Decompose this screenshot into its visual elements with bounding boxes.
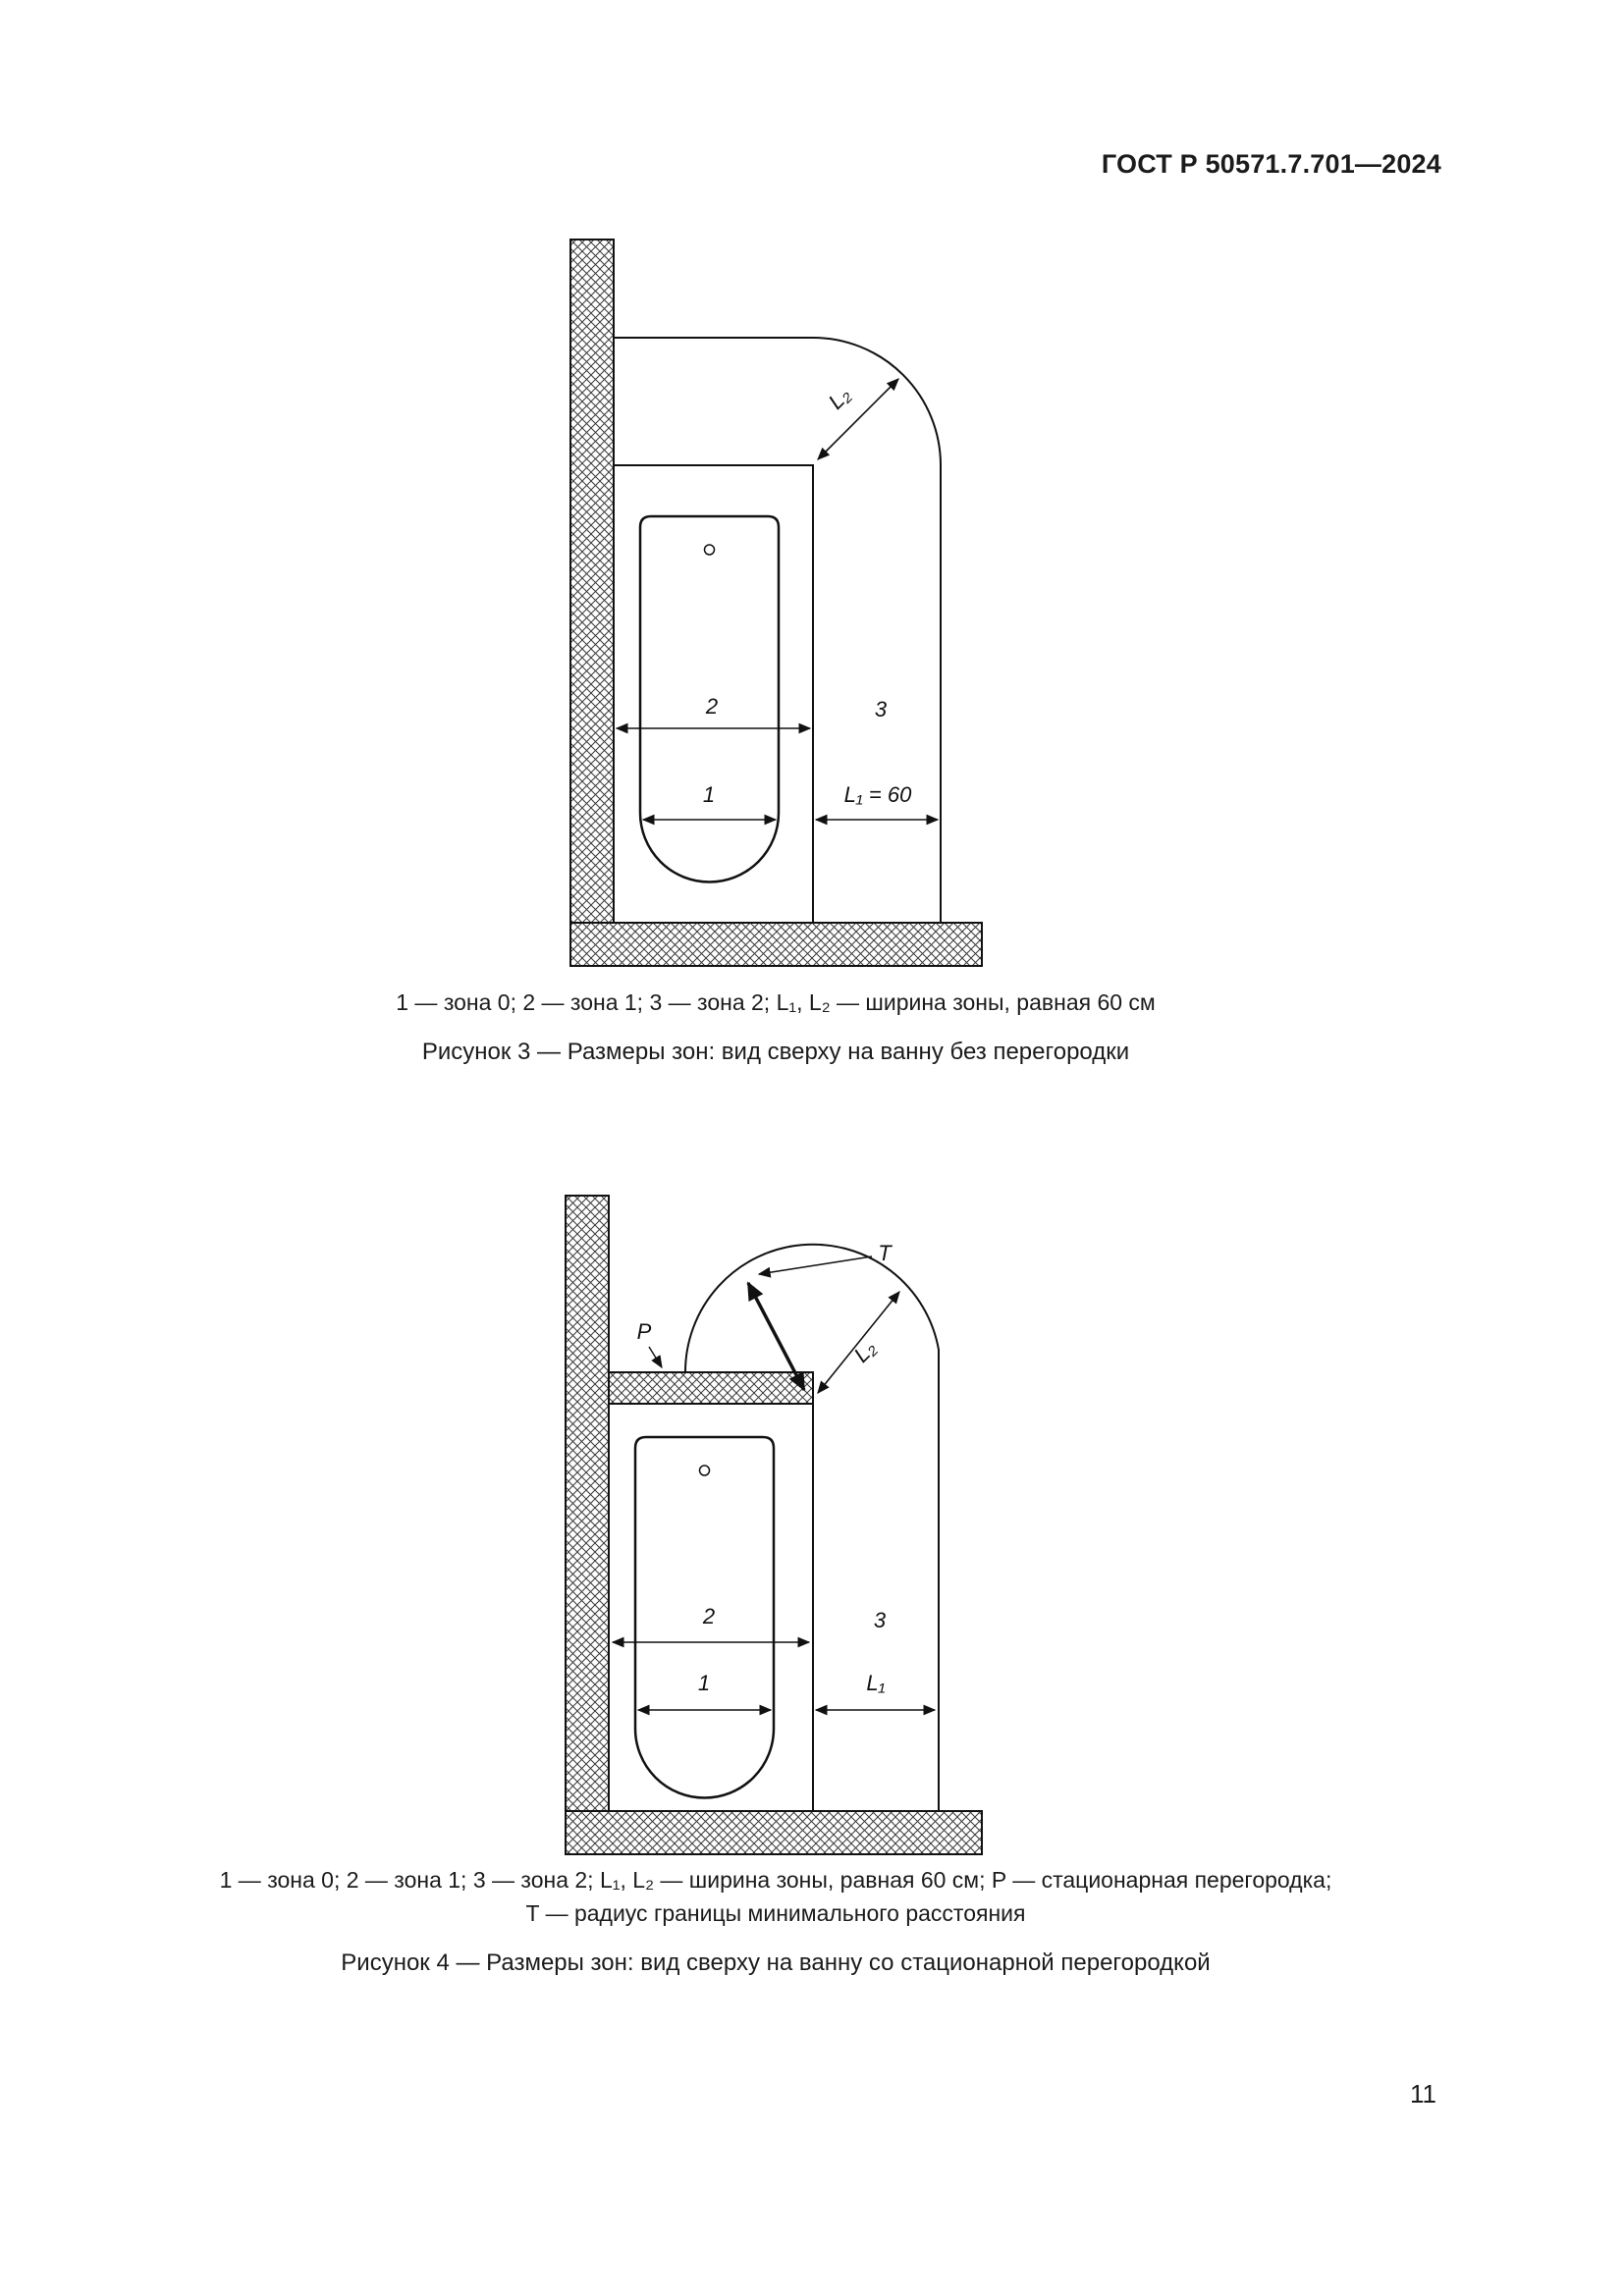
wall-left-hatched <box>565 1195 610 1812</box>
zone2-outer-boundary-arc <box>683 1243 940 1811</box>
wall-bottom-hatched <box>569 922 983 967</box>
l2-label: L₂ <box>824 382 856 414</box>
l2-dimension-arrow <box>817 1290 900 1395</box>
partition-hatched <box>608 1371 814 1405</box>
figure3-label-1: 1 <box>703 782 715 807</box>
l2-dimension-arrow <box>817 378 899 460</box>
partition-leader-arrow <box>648 1346 663 1369</box>
document-number-header: ГОСТ Р 50571.7.701—2024 <box>1101 149 1441 179</box>
l2-label: L₂ <box>849 1335 882 1367</box>
t-label: T <box>878 1241 893 1265</box>
partition-label: P <box>637 1319 652 1344</box>
figure3-label-2: 2 <box>705 694 718 719</box>
figure4-label-1: 1 <box>698 1671 710 1695</box>
zone1-boundary <box>614 464 814 923</box>
figure4-diagram: P T L₂ 2 3 1 L₁ <box>565 1195 983 1855</box>
wall-bottom-hatched <box>565 1810 983 1855</box>
drain-hole-icon <box>703 544 716 556</box>
figure4-title: Рисунок 4 — Размеры зон: вид сверху на в… <box>341 1949 1211 1976</box>
figure4-label-2: 2 <box>702 1604 715 1629</box>
t-radius-arrow <box>746 1281 806 1392</box>
l1-label: L₁ = 60 <box>844 782 912 807</box>
zone2-outer-boundary <box>614 337 942 923</box>
figure3-diagram: L₂ 2 3 1 L₁ = 60 <box>569 239 983 967</box>
l1-label: L₁ <box>866 1671 885 1695</box>
figure4-label-3: 3 <box>874 1608 887 1632</box>
figure3-label-3: 3 <box>875 697 888 721</box>
page-number: 11 <box>1410 2079 1436 2109</box>
bathtub-outline <box>638 514 781 883</box>
t-leader-arrow <box>757 1255 873 1278</box>
figure3-caption: 1 — зона 0; 2 — зона 1; 3 — зона 2; L₁, … <box>396 989 1156 1015</box>
drain-hole-icon <box>698 1465 711 1476</box>
figure4-caption-line1: 1 — зона 0; 2 — зона 1; 3 — зона 2; L₁, … <box>219 1867 1332 1893</box>
figure4-caption-line2: T — радиус границы минимального расстоян… <box>525 1900 1026 1926</box>
wall-left-hatched <box>569 239 615 924</box>
figure3-title: Рисунок 3 — Размеры зон: вид сверху на в… <box>421 1039 1130 1065</box>
